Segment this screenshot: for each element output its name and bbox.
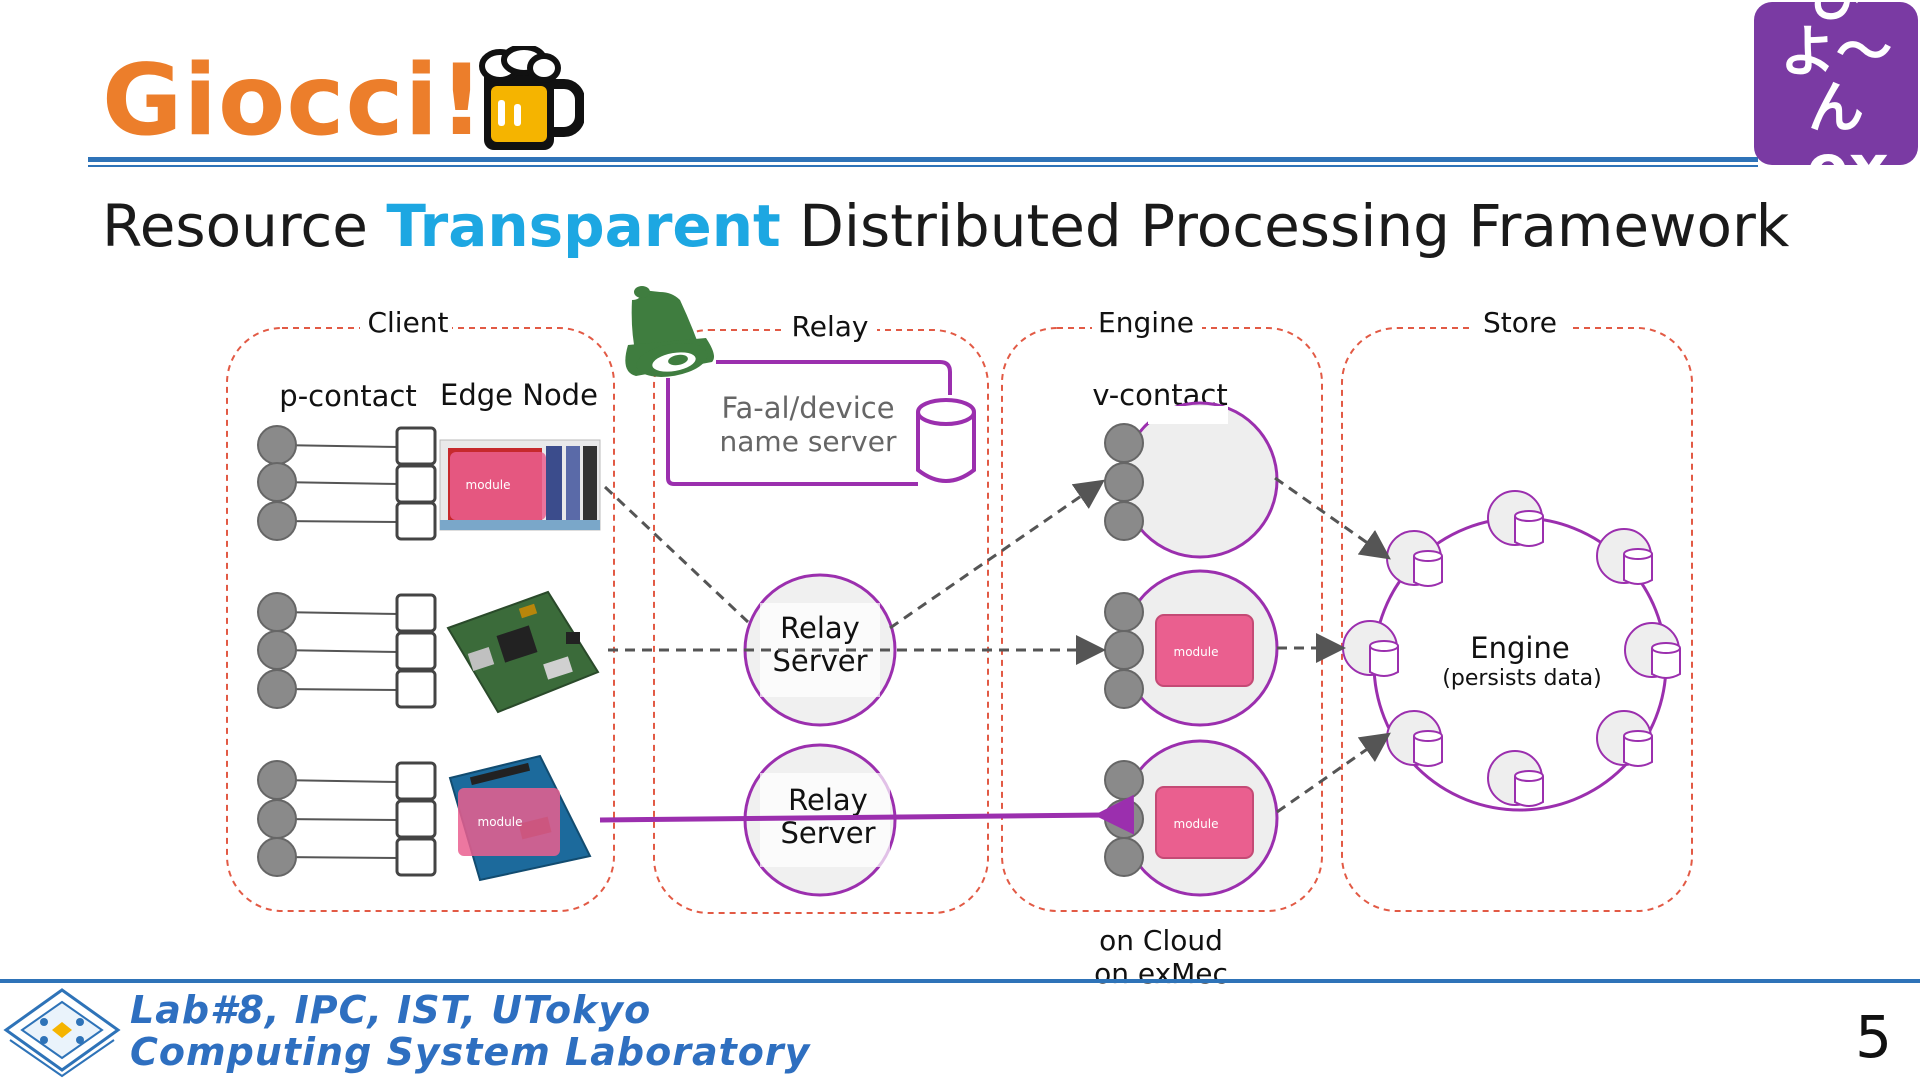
on-exmec-label: on exMec <box>1094 957 1228 990</box>
client-frame <box>226 327 615 912</box>
header-divider-thin <box>88 165 1758 167</box>
engine-node-3: module <box>1104 739 1279 897</box>
client-module-1: module <box>466 478 511 492</box>
footer-divider <box>0 979 1920 983</box>
header-divider <box>88 157 1758 162</box>
subtitle-highlight: Transparent <box>386 192 781 260</box>
store-label: Store <box>1483 306 1557 339</box>
engine-module-2: module <box>1174 645 1219 659</box>
store-frame <box>1341 327 1693 912</box>
footer-lab-name: Lab#8, IPC, IST, UTokyo <box>130 988 652 1032</box>
response-arrow <box>599 794 1135 835</box>
client-row-1: module <box>257 425 601 541</box>
footer-lab-full: Computing System Laboratory <box>130 1030 811 1074</box>
client-row-2 <box>257 590 600 714</box>
engine-node-1 <box>1104 401 1279 559</box>
subtitle-pre: Resource <box>102 192 387 260</box>
name-server-line2: name server <box>720 425 897 458</box>
client-module-3: module <box>478 815 523 829</box>
name-server-box <box>716 360 952 395</box>
lab-logo-badge: びよ〜ん .ex <box>1754 0 1918 198</box>
subtitle-post: Distributed Processing Framework <box>780 192 1790 260</box>
store-engine-line2: (persists data) <box>1442 666 1601 691</box>
engine-label: Engine <box>1098 306 1194 339</box>
p-contact-label: p-contact <box>279 379 416 413</box>
relay-server-1-line1: Relay <box>780 611 860 645</box>
engine-node-2: module <box>1104 569 1279 727</box>
slide-subtitle: Resource Transparent Distributed Process… <box>102 192 1789 262</box>
relay-server-2-line1: Relay <box>788 783 868 817</box>
page-number: 5 <box>1855 1003 1892 1071</box>
dashed-connections <box>603 476 1391 814</box>
relay-label: Relay <box>792 310 869 343</box>
database-icon <box>916 398 976 483</box>
client-row-3: module <box>257 754 592 882</box>
lab-logo-icon <box>3 988 121 1078</box>
relay-server-2-line2: Server <box>780 816 875 850</box>
circuit-board-icon <box>446 590 600 714</box>
badge-line2: .ex <box>1783 130 1889 204</box>
store-engine-line1: Engine <box>1470 631 1569 665</box>
bell-icon <box>625 286 714 377</box>
engine-module-3: module <box>1174 817 1219 831</box>
badge-line1: びよ〜ん <box>1780 0 1892 141</box>
slide-title: Giocci!! <box>102 44 531 158</box>
beer-mug-icon <box>479 46 584 150</box>
on-cloud-label: on Cloud <box>1099 924 1223 957</box>
edge-node-label: Edge Node <box>440 378 598 412</box>
client-label: Client <box>367 306 448 339</box>
name-server-line1: Fa-al/device <box>721 391 894 425</box>
